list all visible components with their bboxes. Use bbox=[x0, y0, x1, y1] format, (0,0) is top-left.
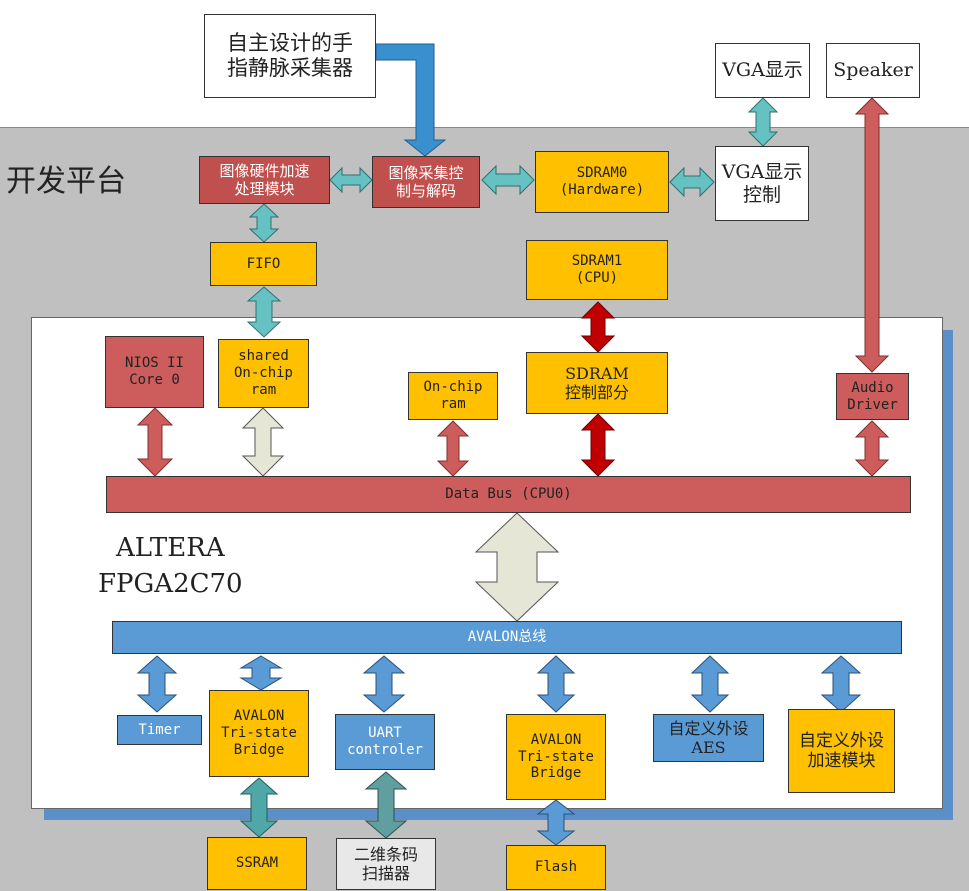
blue-bent-arrow bbox=[375, 43, 447, 157]
arrow-avalon-tristate1 bbox=[239, 655, 283, 691]
ssram-block: SSRAM bbox=[207, 837, 307, 890]
arrow-avalon-tristate2 bbox=[536, 655, 576, 713]
chip-label-altera: ALTERA bbox=[116, 533, 225, 563]
arrow-databus-avalon bbox=[474, 512, 560, 622]
aes-block: 自定义外设 AES bbox=[653, 714, 764, 762]
vga-display-block: VGA显示 bbox=[715, 43, 810, 98]
shared-ram-block: shared On-chip ram bbox=[218, 339, 309, 408]
tristate-bridge-2: AVALON Tri-state Bridge bbox=[506, 714, 606, 800]
arrow-tristate1-ssram bbox=[239, 777, 279, 838]
arrow-audio-databus bbox=[854, 420, 890, 477]
arrow-accel-fifo bbox=[248, 203, 280, 243]
timer-block: Timer bbox=[117, 715, 202, 745]
arrow-tristate2-flash bbox=[536, 799, 576, 846]
onchip-ram-block: On-chip ram bbox=[408, 372, 498, 420]
chip-label-fpga: FPGA2C70 bbox=[98, 569, 243, 599]
data-bus: Data Bus (CPU0) bbox=[106, 476, 911, 513]
image-capture-block: 图像采集控 制与解码 bbox=[372, 156, 480, 208]
arrow-shared-databus bbox=[241, 407, 285, 477]
tristate-bridge-1: AVALON Tri-state Bridge bbox=[209, 690, 309, 777]
image-accel-block: 图像硬件加速 处理模块 bbox=[199, 156, 330, 204]
uart-controller-block: UART controler bbox=[335, 714, 435, 770]
sdram-control-block: SDRAM 控制部分 bbox=[526, 352, 668, 414]
sdram1-block: SDRAM1 (CPU) bbox=[526, 240, 668, 300]
arrow-uart-barcode bbox=[364, 771, 408, 839]
fifo-block: FIFO bbox=[210, 242, 317, 286]
arrow-nios-databus bbox=[136, 407, 174, 477]
arrow-avalon-uart bbox=[362, 655, 406, 713]
sdram0-block: SDRAM0 (Hardware) bbox=[535, 151, 669, 213]
audio-driver-block: Audio Driver bbox=[836, 373, 909, 420]
arrow-capture-sdram0 bbox=[481, 164, 535, 196]
arrow-vgadisp-vgactrl bbox=[747, 97, 779, 147]
barcode-scanner-block: 二维条码 扫描器 bbox=[336, 838, 436, 890]
platform-label: 开发平台 bbox=[6, 164, 126, 199]
arrow-sdram1-ctrl bbox=[580, 301, 616, 353]
arrow-accel-capture bbox=[329, 166, 373, 194]
arrow-ctrl-databus bbox=[580, 413, 616, 477]
arrow-onchip-databus bbox=[436, 420, 470, 477]
arrow-avalon-timer bbox=[136, 655, 178, 713]
custom-accel-block: 自定义外设 加速模块 bbox=[788, 709, 895, 793]
avalon-bus: AVALON总线 bbox=[112, 621, 902, 654]
vga-control-block: VGA显示 控制 bbox=[715, 146, 809, 221]
arrow-sdram0-vga bbox=[669, 166, 715, 198]
arrow-fifo-shared bbox=[246, 286, 282, 338]
flash-block: Flash bbox=[506, 845, 606, 890]
arrow-speaker-audio bbox=[854, 97, 890, 373]
arrow-avalon-aes bbox=[690, 655, 730, 713]
arrow-avalon-custom bbox=[820, 655, 862, 713]
speaker-block: Speaker bbox=[826, 43, 920, 98]
vein-device-block: 自主设计的手 指静脉采集器 bbox=[204, 14, 376, 98]
nios-core-block: NIOS II Core 0 bbox=[105, 336, 204, 408]
